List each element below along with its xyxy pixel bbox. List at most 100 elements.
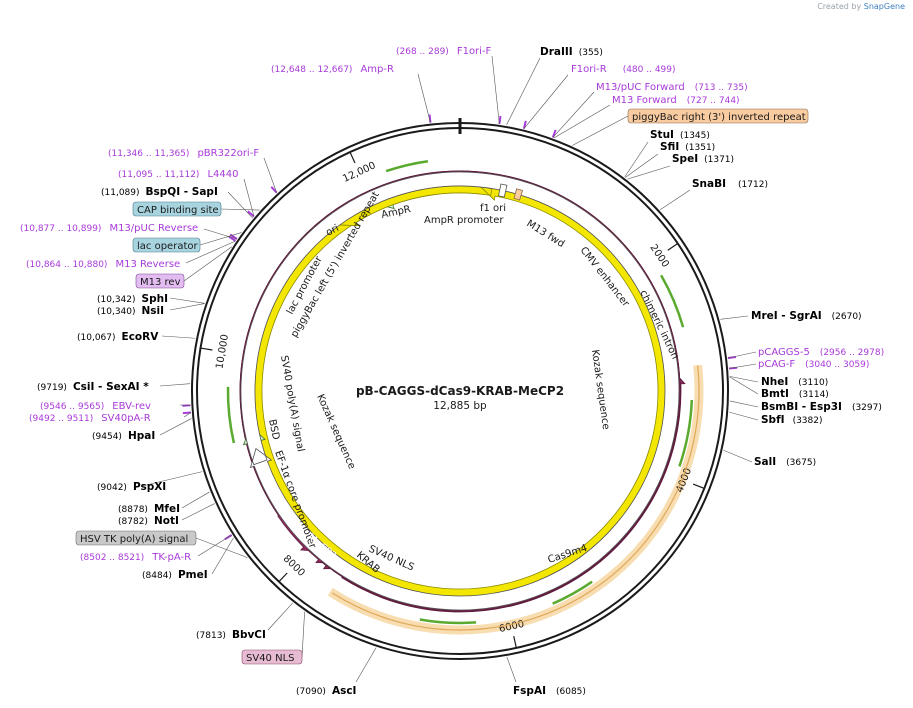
leader-lines [141,55,759,683]
leader-line [506,57,541,126]
svg-text:lac operator: lac operator [137,241,198,252]
enzyme-label[interactable]: StuI(1345) [650,129,710,141]
enzyme-label[interactable]: SbfI(3382) [761,414,823,426]
orf-outline [331,365,700,631]
primer-label[interactable]: (9546 .. 9565)EBV-rev [40,401,151,412]
enzyme-label[interactable]: (10,340)NsiI [97,305,164,317]
plasmid-size: 12,885 bp [433,400,487,412]
leader-line [203,228,237,240]
cap-binding-site-box[interactable]: CAP binding site [132,201,222,217]
enzyme-label[interactable]: MreI - SgrAI(2670) [751,310,862,322]
leader-line [729,376,759,383]
enzyme-label[interactable]: (8782)NotI [118,515,179,527]
enzyme-label[interactable]: SnaBI(1712) [692,178,768,190]
tick-mark [692,483,705,490]
tick-label: 12,000 [341,160,377,185]
enzyme-label[interactable]: (7090)AscI [296,685,356,697]
tick-mark [513,636,517,649]
svg-text:CAP binding site: CAP binding site [137,205,219,216]
enzyme-label[interactable]: SalI(3675) [754,456,816,468]
primer-marker [247,210,255,218]
leader-line [197,534,232,557]
m13-rev-box[interactable]: M13 rev [135,273,185,289]
leader-line [552,91,595,138]
sv40-nls-box[interactable]: SV40 NLS [241,649,303,665]
leader-line [506,656,517,683]
primer-label[interactable]: (8502 .. 8521)TK-pA-R [80,552,191,563]
label-kozak-1: Kozak sequence [589,349,611,430]
enzyme-label[interactable]: DraIII(355) [540,46,603,58]
enzyme-label[interactable]: (9042)PspXI [97,481,166,493]
primer-marker [522,120,527,129]
lac-operator-box[interactable]: lac operator [132,237,201,253]
leader-line [159,418,192,436]
leader-line [729,363,757,369]
enzyme-label[interactable]: (9454)HpaI [92,430,155,442]
m13-fwd-feature[interactable] [513,188,524,201]
leader-line [183,412,192,418]
leader-line [627,165,671,180]
direction-arc [419,618,477,625]
credit-brand: SnapGene [863,2,905,11]
primer-label[interactable]: (9492 .. 9511)SV40pA-R [29,413,151,424]
enzyme-labels: DraIII(355) StuI(1345) SfiI(1351) SpeI(1… [37,46,882,697]
tick-label: 2000 [647,242,670,269]
enzyme-label[interactable]: NheI(3110) [761,376,828,388]
enzyme-label[interactable]: (11,089)BspQI - SapI [101,186,218,198]
hsv-tk-polya-box[interactable]: HSV TK poly(A) signal [75,530,197,546]
enzyme-label[interactable]: BmtI(3114) [761,388,829,400]
leader-line [181,503,215,521]
leader-line [141,471,203,487]
leader-line [220,208,260,211]
leader-line [729,400,759,408]
enzyme-label[interactable]: SfiI(1351) [660,141,715,153]
leader-line [183,246,232,282]
label-sv40-polya: SV40 poly(A) signal [278,355,306,453]
label-kozak-2: Kozak sequence [314,393,357,471]
enzyme-label[interactable]: (9719)CsiI - SexAI * [37,381,149,393]
leader-line [227,191,253,219]
leader-line [729,411,759,421]
primer-label[interactable]: (268 .. 289)F1ori-F [396,46,492,57]
primer-marker [182,411,191,415]
primer-label[interactable]: (11,095 .. 11,112)L4440 [118,169,238,180]
leader-line [417,73,431,123]
primer-label[interactable]: pCAG-F(3040 .. 3059) [758,359,869,370]
enzyme-label[interactable]: (10,067)EcoRV [77,331,159,343]
primer-marker [498,115,502,125]
direction-arc [678,399,694,467]
enzyme-label[interactable]: BsmBI - Esp3I(3297) [761,401,882,413]
leader-line [355,647,377,683]
primer-marker [228,235,237,242]
primer-marker [270,186,278,194]
primer-label[interactable]: (10,864 .. 10,880)M13 Reverse [26,259,180,270]
primer-label[interactable]: F1ori-R(480 .. 499) [571,64,676,75]
direction-arc [552,580,593,605]
direction-arc [226,386,236,444]
primer-label[interactable]: (12,648 .. 12,667)Amp-R [271,64,394,75]
label-ampr-promoter: AmpR promoter [424,215,504,226]
ef1a-promoter-feature[interactable] [240,171,680,611]
enzyme-label[interactable]: SpeI(1371) [672,153,734,165]
primer-label[interactable]: (10,877 .. 10,899)M13/pUC Reverse [20,223,198,234]
leader-line [161,335,196,339]
leader-line [211,537,234,575]
enzyme-label[interactable]: (10,342)SphI [97,293,168,305]
enzyme-label[interactable]: (8484)PmeI [142,569,208,581]
tick-mark [667,242,679,251]
primer-label[interactable]: pCAGGS-5(2956 .. 2978) [758,347,884,358]
enzyme-label[interactable]: (8878)MfeI [118,503,180,515]
leader-line [727,351,757,359]
primer-label[interactable]: M13/pUC Forward(713 .. 735) [596,82,748,93]
f1-ori-feature[interactable] [498,183,508,198]
features [182,114,738,631]
primer-label[interactable]: (11,346 .. 11,365)pBR322ori-F [108,148,259,159]
leader-line [720,315,749,320]
leader-line [625,153,659,178]
piggybac-right-box[interactable]: piggyBac right (3') inverted repeat [627,108,809,124]
enzyme-label[interactable]: (7813)BbvCI [196,629,266,641]
snapgene-credit: Created by SnapGene [817,2,905,11]
primer-label[interactable]: M13 Forward(727 .. 744) [612,95,740,106]
svg-text:piggyBac right (3') inverted r: piggyBac right (3') inverted repeat [632,112,806,123]
enzyme-label[interactable]: FspAI(6085) [513,685,586,697]
